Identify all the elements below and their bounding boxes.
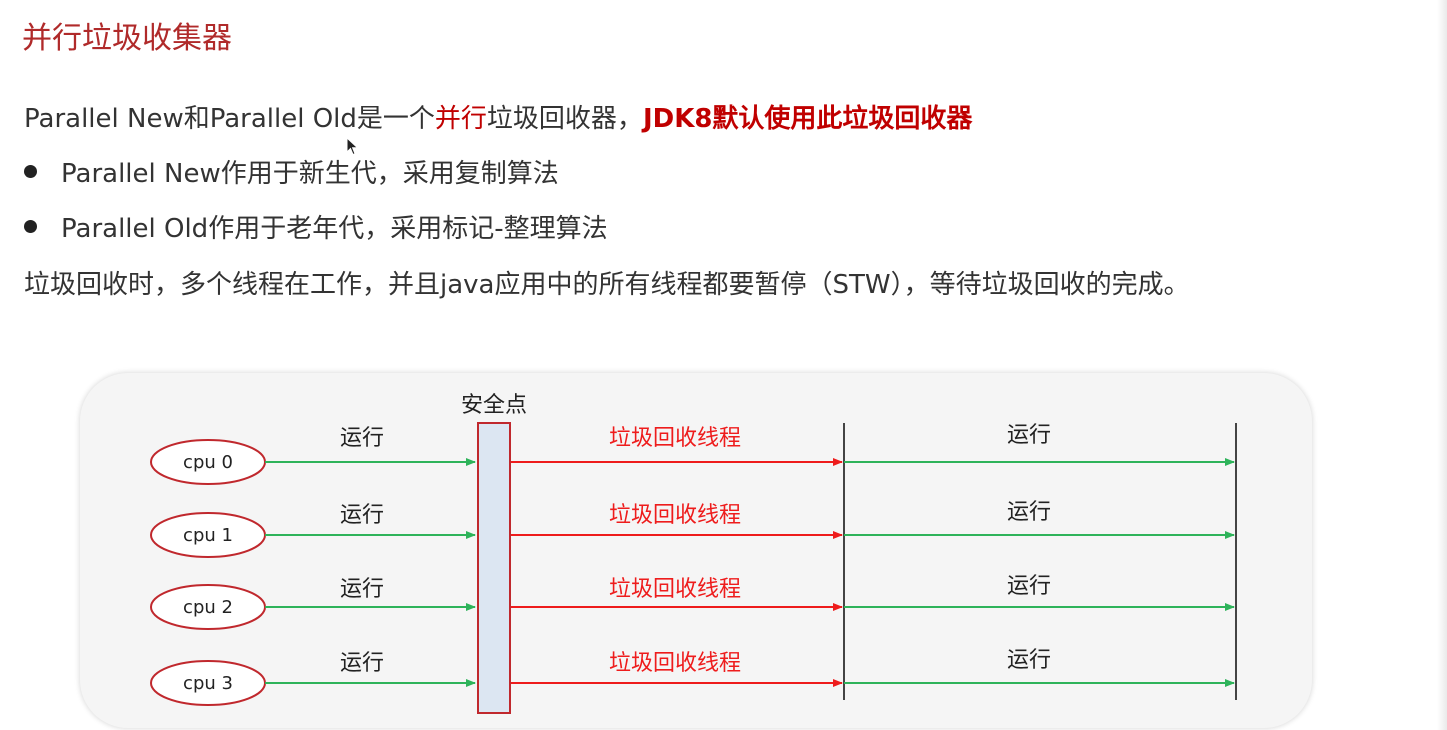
bullet-dot-icon [24, 220, 37, 233]
bullet-item-parallel-old: Parallel Old作用于老年代，采用标记-整理算法 [24, 211, 608, 247]
bullet-item-parallel-new: Parallel New作用于新生代，采用复制算法 [24, 156, 559, 192]
intro-text-2: 垃圾回收器， [486, 104, 643, 134]
run-label-after: 运行 [1007, 500, 1051, 525]
gc-thread-label: 垃圾回收线程 [609, 503, 741, 528]
intro-highlight: 并行 [434, 104, 487, 134]
cpu-label: cpu 1 [183, 525, 233, 546]
run-label-after: 运行 [1007, 574, 1051, 599]
run-label-before: 运行 [340, 503, 384, 528]
cpu-label: cpu 3 [183, 673, 233, 694]
slide-title: 并行垃圾收集器 [22, 21, 232, 56]
safepoint-label: 安全点 [461, 393, 527, 418]
diagram-canvas: 安全点cpu 0运行垃圾回收线程运行cpu 1运行垃圾回收线程运行cpu 2运行… [150, 393, 1237, 714]
bullet-text: Parallel Old作用于老年代，采用标记-整理算法 [61, 214, 608, 244]
intro-bold-note: JDK8默认使用此垃圾回收器 [642, 104, 973, 134]
gc-thread-label: 垃圾回收线程 [609, 426, 741, 451]
run-label-before: 运行 [340, 577, 384, 602]
summary-line: 垃圾回收时，多个线程在工作，并且java应用中的所有线程都要暂停（STW），等待… [24, 270, 1190, 300]
gc-thread-label: 垃圾回收线程 [609, 651, 741, 676]
gc-thread-label: 垃圾回收线程 [609, 577, 741, 602]
run-label-before: 运行 [340, 651, 384, 676]
window-edge [1437, 0, 1447, 730]
intro-text-1: Parallel New和Parallel Old是一个 [24, 104, 435, 134]
safepoint-bar [477, 422, 511, 714]
intro-line: Parallel New和Parallel Old是一个并行垃圾回收器，JDK8… [24, 101, 972, 137]
bullet-text: Parallel New作用于新生代，采用复制算法 [61, 159, 559, 189]
cpu-label: cpu 0 [183, 452, 233, 473]
mouse-cursor-icon [346, 137, 359, 156]
run-label-before: 运行 [340, 426, 384, 451]
run-label-after: 运行 [1007, 423, 1051, 448]
bullet-dot-icon [24, 165, 37, 178]
cpu-label: cpu 2 [183, 597, 233, 618]
run-label-after: 运行 [1007, 648, 1051, 673]
